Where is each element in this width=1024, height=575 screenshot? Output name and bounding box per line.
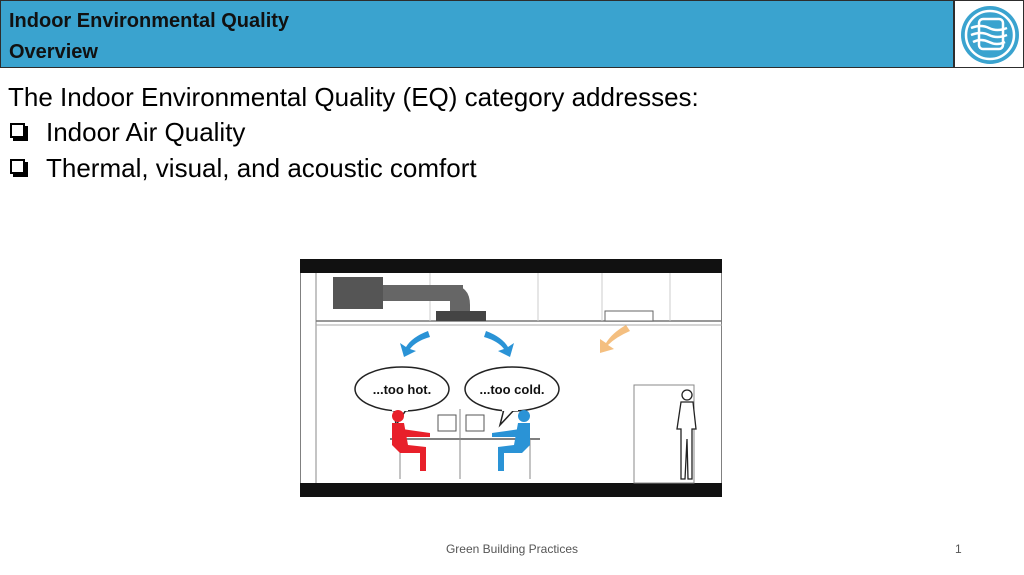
bullet-item: Indoor Air Quality — [8, 117, 245, 148]
standing-person-icon — [676, 389, 697, 480]
slide-header: Indoor Environmental Quality Overview — [0, 0, 954, 68]
thermal-comfort-illustration: ...too hot. ...too cold. — [300, 259, 722, 497]
person-cold — [492, 410, 530, 471]
person-hot — [392, 410, 430, 471]
air-duct-unit — [333, 277, 383, 309]
bullet-text: Thermal, visual, and acoustic comfort — [46, 153, 477, 183]
checkbox-bullet-icon — [10, 123, 28, 141]
water-wind-logo-icon — [961, 6, 1019, 64]
slide-title-line2: Overview — [9, 41, 98, 63]
intro-text: The Indoor Environmental Quality (EQ) ca… — [8, 82, 699, 112]
slide-title-line1: Indoor Environmental Quality — [9, 10, 290, 32]
warm-air-arrow-icon — [600, 325, 630, 353]
airflow-arrow-icon — [400, 331, 430, 357]
ceiling-vent — [604, 310, 654, 322]
airflow-arrow-icon — [484, 331, 514, 357]
page-number: 1 — [955, 542, 962, 556]
speech-bubble-hot: ...too hot. — [373, 382, 431, 397]
footer-text: Green Building Practices — [445, 542, 579, 556]
bullet-item: Thermal, visual, and acoustic comfort — [8, 153, 477, 184]
bullet-text: Indoor Air Quality — [46, 117, 246, 147]
speech-bubble-cold: ...too cold. — [480, 382, 545, 397]
logo-box — [954, 0, 1024, 68]
checkbox-bullet-icon — [10, 159, 28, 177]
